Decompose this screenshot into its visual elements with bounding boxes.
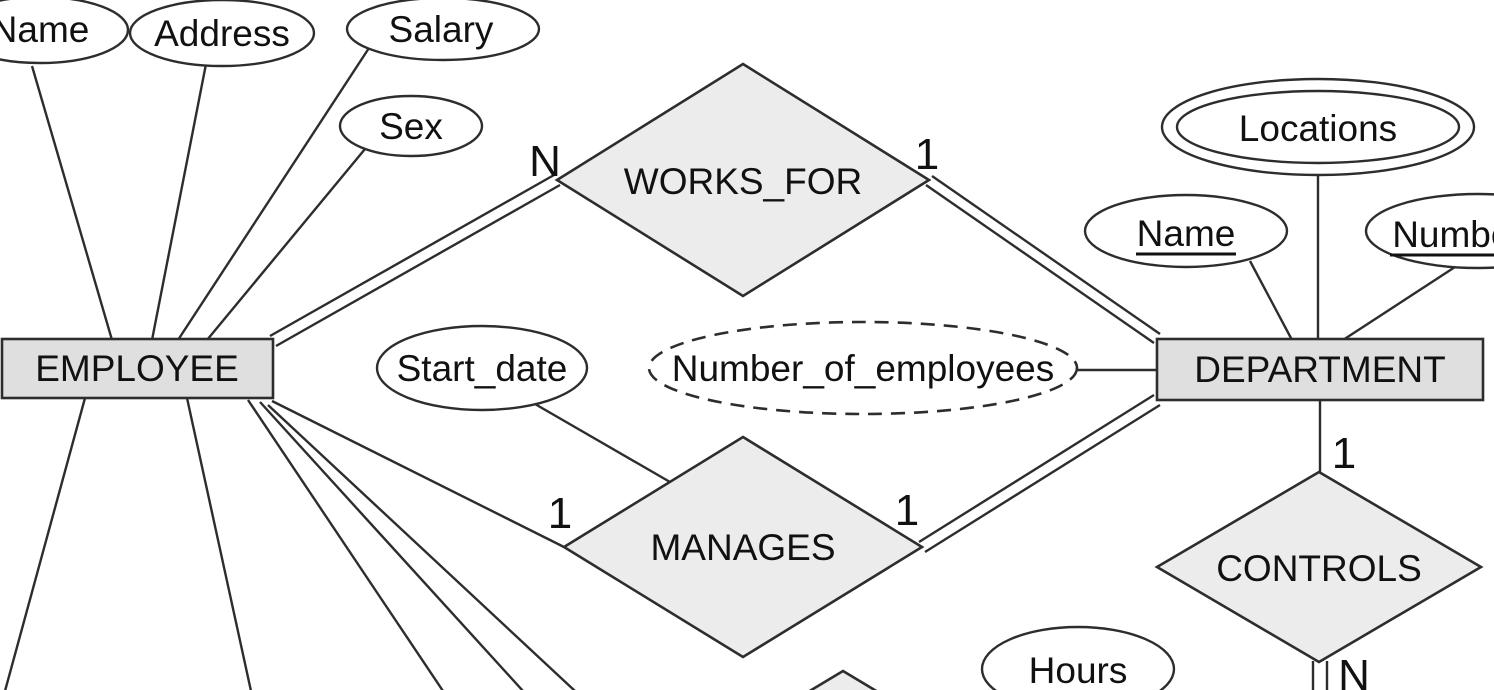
attribute-name-employee-ellipse bbox=[0, 0, 130, 65]
connectors bbox=[4, 47, 1456, 690]
attribute-salary-label: Salary bbox=[389, 9, 494, 50]
relationship-works-for-label: WORKS_FOR bbox=[624, 161, 862, 202]
connector-address-employee bbox=[150, 63, 208, 341]
attribute-start-date-ellipse bbox=[375, 324, 589, 412]
entity-department-box bbox=[1155, 337, 1485, 402]
connector-works-for-department-double bbox=[925, 175, 1161, 344]
connector-employee-fan-3 bbox=[267, 404, 576, 690]
attribute-name-employee-label: Name bbox=[0, 9, 89, 50]
entity-employee-box bbox=[0, 337, 275, 400]
attribute-locations-double-ellipse bbox=[1160, 77, 1476, 177]
connector-employee-works-for-double bbox=[269, 173, 561, 348]
cardinality-manages-1-right: 1 bbox=[895, 486, 919, 535]
attribute-start-date-label: Start_date bbox=[397, 348, 568, 389]
connector-name-department bbox=[1248, 260, 1294, 341]
attribute-name-department-ellipse bbox=[1083, 193, 1289, 269]
connector-employee-bottom-mid bbox=[185, 397, 253, 690]
connector-salary-employee bbox=[176, 47, 371, 341]
attribute-address-label: Address bbox=[154, 13, 290, 54]
attribute-hours-label: Hours bbox=[1029, 650, 1128, 690]
connector-employee-bottom-left bbox=[4, 397, 87, 690]
attribute-hours-ellipse bbox=[980, 625, 1176, 690]
relationship-controls-label: CONTROLS bbox=[1216, 548, 1422, 589]
attribute-salary-ellipse bbox=[345, 0, 541, 62]
connector-employee-fan-2 bbox=[259, 401, 524, 690]
connector-name-employee bbox=[30, 65, 114, 341]
attribute-name-department-label: Name bbox=[1137, 213, 1236, 254]
cardinality-works-for-1: 1 bbox=[915, 130, 939, 179]
attribute-sex-label: Sex bbox=[379, 106, 443, 147]
cardinality-controls-1: 1 bbox=[1332, 429, 1356, 478]
cardinality-controls-n: N bbox=[1338, 651, 1370, 690]
connector-employee-manages bbox=[271, 399, 565, 549]
relationship-manages-diamond bbox=[561, 435, 925, 659]
connector-employee-fan-1 bbox=[247, 399, 444, 690]
entity-department-label: DEPARTMENT bbox=[1194, 349, 1445, 390]
connector-number-department bbox=[1342, 265, 1456, 342]
connector-manages-department-double bbox=[918, 393, 1161, 554]
attribute-sex-ellipse bbox=[338, 94, 484, 158]
cardinality-manages-1-left: 1 bbox=[548, 489, 572, 538]
relationship-controls-diamond bbox=[1154, 470, 1484, 664]
entity-employee-label: EMPLOYEE bbox=[35, 348, 239, 389]
attribute-address-ellipse bbox=[128, 0, 316, 68]
attribute-number-department-ellipse bbox=[1364, 192, 1494, 270]
connector-start-date-manages bbox=[534, 402, 671, 484]
attribute-number-of-employees-ellipse bbox=[647, 320, 1079, 416]
connector-sex-employee bbox=[206, 148, 366, 341]
cardinality-works-for-n: N bbox=[529, 137, 561, 186]
attribute-locations-label: Locations bbox=[1239, 108, 1397, 149]
connector-controls-bottom-double bbox=[1311, 661, 1329, 690]
attribute-number-of-employees-label: Number_of_employees bbox=[672, 348, 1055, 389]
relationship-works-for-diamond bbox=[554, 62, 932, 298]
attribute-number-department-label: Number bbox=[1392, 214, 1494, 255]
relationship-partial-diamond-tip bbox=[808, 669, 878, 690]
relationship-manages-label: MANAGES bbox=[650, 527, 835, 568]
